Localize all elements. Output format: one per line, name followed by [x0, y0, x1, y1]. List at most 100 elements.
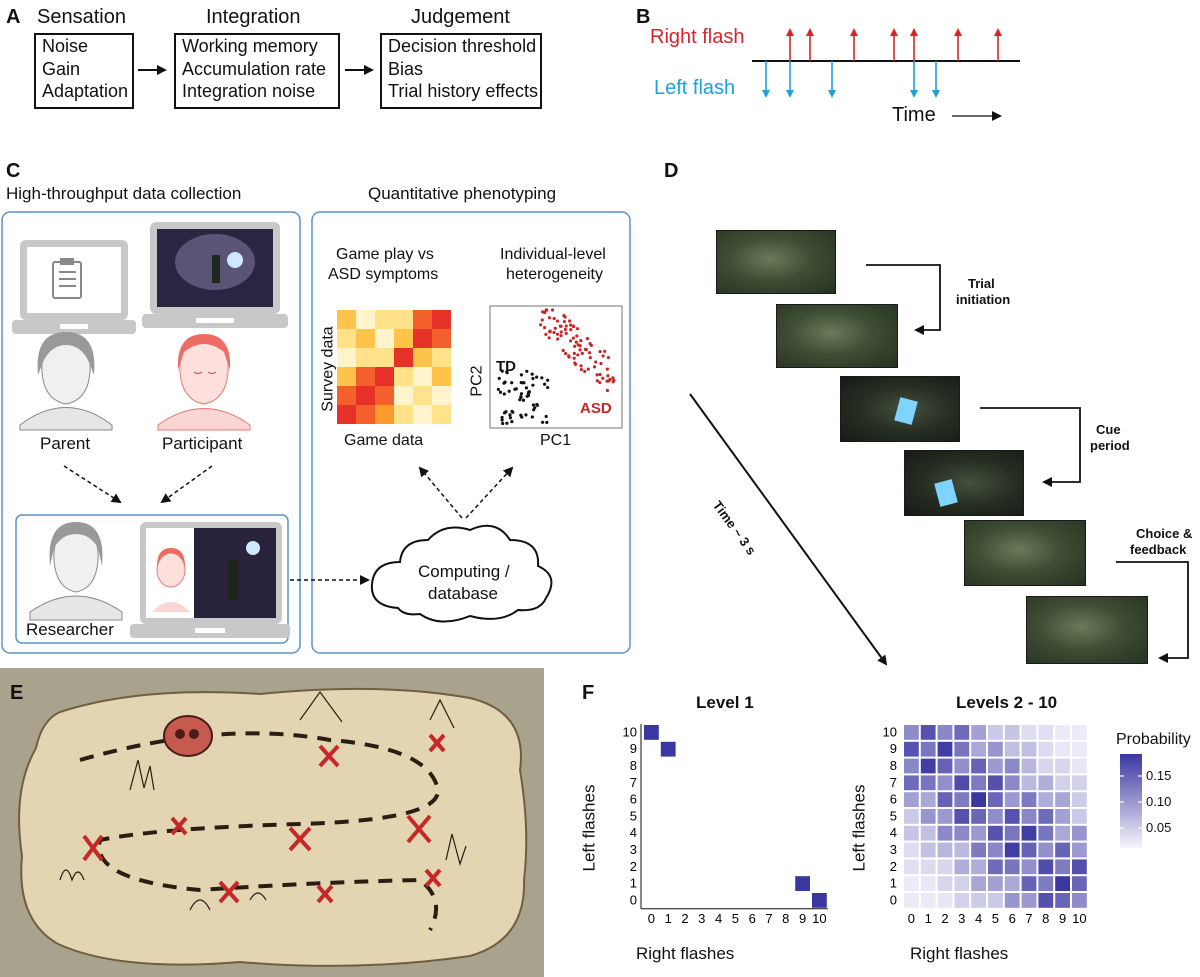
levels-cell [1038, 775, 1054, 791]
heatmap-title-line1: Game play vs [336, 246, 434, 263]
heatmap-cell [413, 367, 432, 386]
asd-point [592, 365, 597, 369]
asd-point [547, 316, 552, 320]
x-tick-label: 4 [715, 911, 722, 926]
asd-point [611, 376, 615, 380]
levels-cell [1072, 809, 1087, 824]
asd-point [552, 330, 556, 335]
td-point [497, 376, 501, 380]
levels-cell [937, 876, 953, 891]
choice-feedback-arrow [1116, 561, 1189, 663]
td-point [540, 376, 544, 380]
choice-label-1: Choice & [1136, 526, 1193, 541]
td-point [524, 413, 528, 417]
integration-item: Accumulation rate [182, 58, 327, 79]
levels-cell [904, 893, 919, 908]
asd-point [583, 369, 587, 374]
levels-cell [988, 842, 1003, 858]
levels-cell [1072, 842, 1087, 858]
levels-cell [1004, 876, 1020, 891]
asd-point [553, 326, 557, 330]
heatmap-cell [337, 367, 356, 386]
levels-cell [1072, 741, 1087, 757]
x-tick-label: 2 [681, 911, 688, 926]
heatmap-ylabel: Survey data [319, 326, 337, 412]
asd-point [608, 377, 612, 382]
levels-cell [1038, 893, 1054, 908]
levels-cell [920, 809, 936, 824]
levels-cell [1038, 876, 1054, 891]
heatmap-cell [432, 386, 451, 405]
levels-cell [1055, 741, 1070, 757]
td-point [510, 420, 514, 424]
levels-cell [988, 758, 1003, 774]
levels-cell [954, 842, 970, 858]
levels-cell [1021, 842, 1037, 858]
sensation-box: Noise Gain Adaptation [34, 33, 134, 109]
panel-label-c: C [6, 160, 21, 182]
integration-box: Working memory Accumulation rate Integra… [174, 33, 340, 109]
laptop-survey [12, 240, 136, 334]
x-tick-label: 1 [665, 911, 672, 926]
heatmap-cell [432, 405, 451, 424]
level1-title: Level 1 [696, 693, 754, 712]
levels-cell [937, 842, 953, 858]
td-point [500, 369, 504, 373]
levels-cell [971, 775, 986, 791]
heatmap-cell [375, 310, 394, 329]
levels-cell [1055, 792, 1070, 807]
td-point [521, 398, 526, 402]
td-point [530, 372, 534, 376]
cue-period-label-2: period [1090, 438, 1130, 453]
y-tick-label: 2 [630, 859, 637, 874]
asd-point [571, 324, 576, 329]
scatter-ylabel: PC2 [468, 365, 486, 397]
asd-point [572, 351, 576, 355]
levels-cell [1038, 809, 1054, 824]
asd-point [547, 336, 551, 340]
y-tick-label: 1 [890, 876, 897, 891]
td-point [526, 393, 531, 397]
levels-cell [954, 741, 970, 757]
levels-cell [1021, 825, 1037, 841]
asd-point [559, 334, 563, 338]
levels-cell [920, 842, 936, 858]
heatmap-cell [375, 367, 394, 386]
sensation-item: Adaptation [42, 81, 129, 101]
levels-cell [904, 842, 919, 858]
td-point [546, 378, 550, 382]
heatmap-cell [356, 386, 375, 405]
researcher-label: Researcher [26, 620, 114, 639]
levels-cell [1021, 893, 1037, 908]
y-tick-label: 8 [890, 758, 897, 773]
asd-point [605, 388, 610, 393]
levels-cell [920, 825, 936, 841]
levels-cell [1072, 758, 1087, 774]
levels-cell [1004, 741, 1020, 757]
td-point [524, 386, 529, 390]
left-flash-label: Left flash [654, 77, 736, 99]
x-tick-label: 8 [782, 911, 789, 926]
levels-cell [1004, 775, 1020, 791]
heatmap-cell [356, 310, 375, 329]
levels-cell [1004, 758, 1020, 774]
levels-cell [954, 876, 970, 891]
asd-point [567, 354, 571, 358]
x-tick-label: 7 [1025, 911, 1032, 926]
levels-cell [1055, 859, 1070, 875]
heatmap-cell [394, 348, 413, 367]
heatmap-cell [394, 386, 413, 405]
asd-point [576, 343, 580, 347]
asd-point [601, 376, 605, 380]
heatmap-cell [337, 386, 356, 405]
levels-cell [920, 725, 936, 740]
td-point [531, 376, 535, 381]
legend-tick-005: 0.05 [1146, 820, 1172, 835]
levels-cell [904, 859, 919, 875]
panel-label-d: D [664, 160, 679, 182]
levels-cell [988, 725, 1003, 740]
levels-cell [1021, 775, 1037, 791]
y-tick-label: 6 [890, 792, 897, 807]
asd-point [545, 308, 549, 312]
